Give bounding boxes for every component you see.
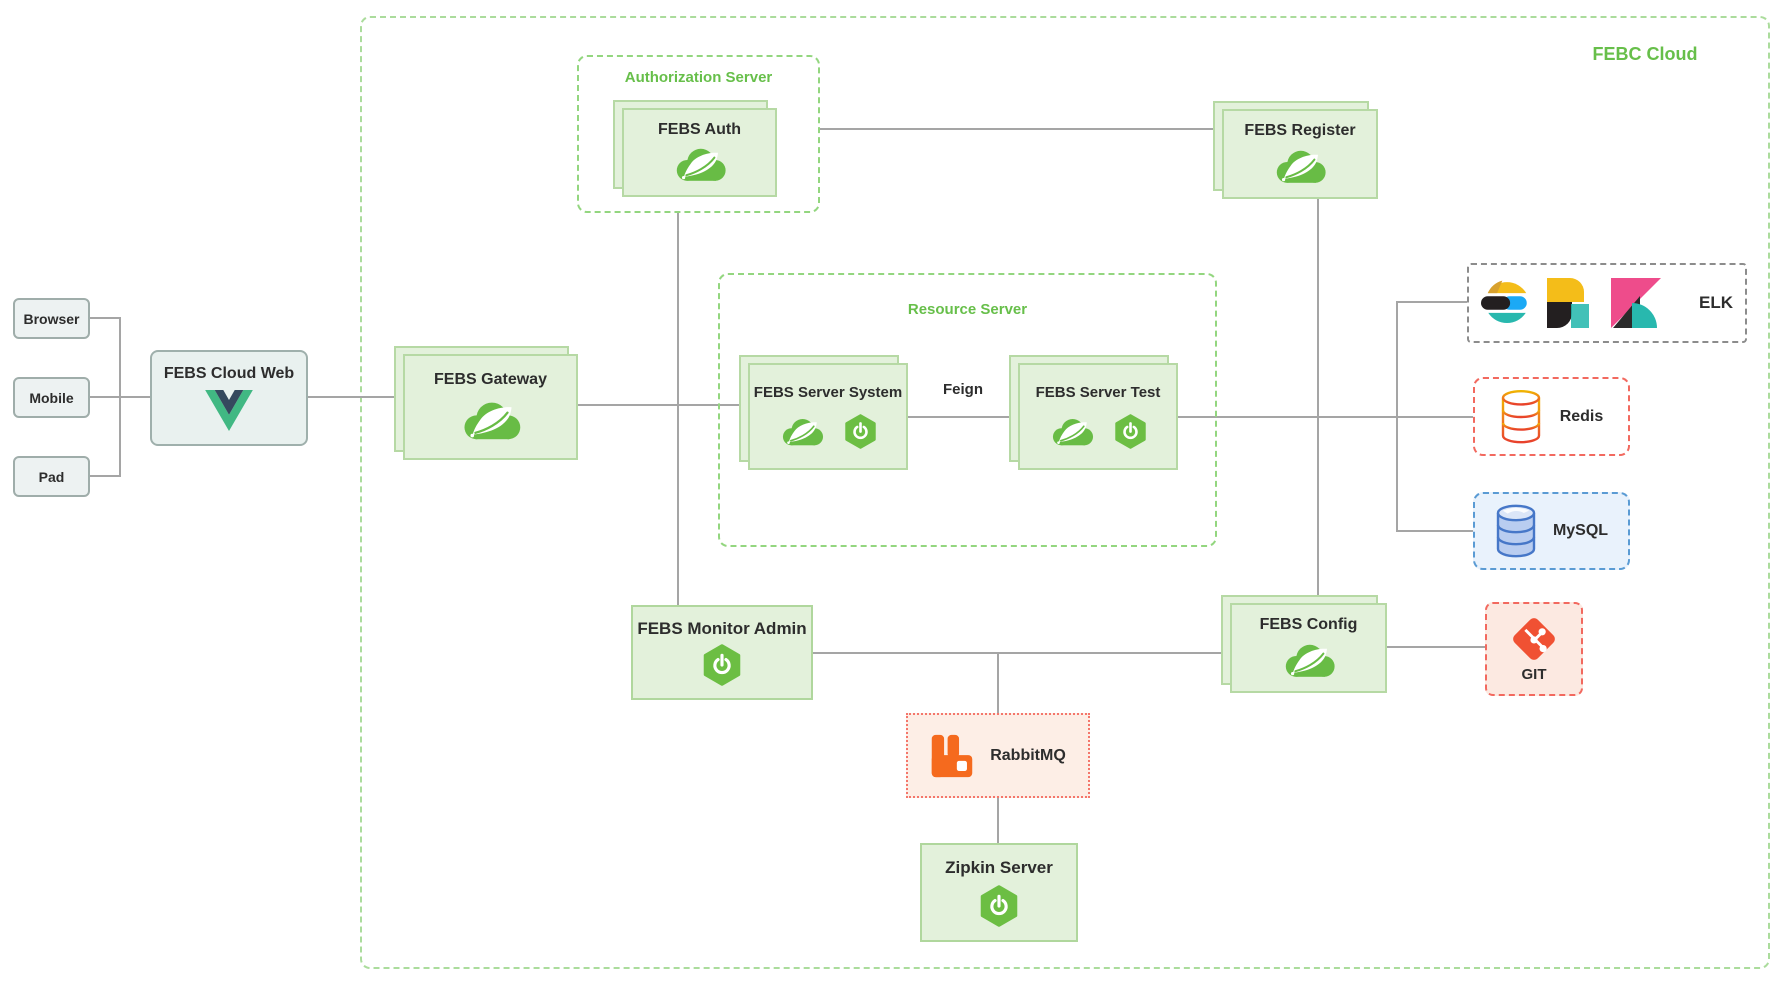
connector-trunk-mysql [1396, 530, 1473, 532]
client-pad-label: Pad [38, 468, 65, 485]
stack-frontplate: FEBS Server System [748, 363, 908, 470]
connector-store-trunk [1396, 301, 1398, 532]
spring-cloud-icon [1272, 146, 1328, 186]
febs-cloud-web-node: FEBS Cloud Web [150, 350, 308, 446]
febs-gateway-node: FEBS Gateway [394, 346, 578, 460]
spring-boot-icon [701, 644, 743, 686]
spring-boot-icon [978, 885, 1020, 927]
connector-web-gateway [308, 396, 394, 398]
spring-boot-icon [843, 414, 878, 449]
febs-register-node: FEBS Register [1213, 101, 1378, 199]
febs-server-system-node: FEBS Server System [739, 355, 908, 470]
node-label: FEBS Monitor Admin [637, 618, 807, 638]
connector-browser-bus [90, 317, 120, 319]
connector-trunk-elk [1396, 301, 1467, 303]
node-label: FEBS Server System [753, 384, 903, 401]
connector-pad-bus [90, 475, 120, 477]
connector-test-redis [1178, 416, 1473, 418]
mysql-icon [1495, 503, 1537, 559]
authorization-server-group: Authorization Server [577, 55, 820, 213]
node-label: Zipkin Server [945, 858, 1053, 877]
connector-gateway-system [578, 404, 739, 406]
node-label: FEBS Cloud Web [163, 365, 295, 382]
group-title: Resource Server [907, 301, 1028, 318]
client-mobile-label: Mobile [29, 389, 74, 406]
logstash-icon [1547, 278, 1597, 328]
node-label: FEBS Auth [658, 121, 741, 138]
client-browser-label: Browser [23, 310, 80, 327]
git-icon [1510, 615, 1558, 663]
spring-cloud-icon [1049, 415, 1095, 448]
mysql-node: MySQL [1473, 492, 1630, 570]
resource-server-group: Resource Server [718, 273, 1217, 547]
node-label: ELK [1699, 293, 1733, 312]
node-label: MySQL [1552, 522, 1609, 539]
node-label: FEBS Gateway [434, 370, 547, 388]
connector-system-test-feign [908, 416, 1009, 418]
spring-cloud-icon [1281, 640, 1337, 680]
node-label: RabbitMQ [990, 746, 1066, 764]
connector-config-git [1387, 646, 1485, 648]
vue-icon [205, 390, 253, 431]
git-node: GIT [1485, 602, 1583, 696]
client-browser: Browser [13, 298, 90, 339]
client-mobile: Mobile [13, 377, 90, 418]
node-label: FEBS Server Test [1035, 384, 1161, 401]
connector-auth-register [820, 128, 1213, 130]
febc-cloud-label: FEBC Cloud [1592, 44, 1698, 64]
node-label: Redis [1559, 407, 1604, 425]
spring-cloud-icon [672, 144, 728, 184]
febs-auth-node: FEBS Auth [613, 100, 777, 197]
febs-config-node: FEBS Config [1221, 595, 1387, 693]
connector-rabbitmq-zipkin [997, 798, 999, 843]
redis-icon [1500, 389, 1542, 445]
stack-frontplate: FEBS Server Test [1018, 363, 1178, 470]
febs-monitor-admin-node: FEBS Monitor Admin [631, 605, 813, 700]
group-title: Authorization Server [624, 69, 773, 86]
kibana-icon [1611, 278, 1661, 328]
node-label: FEBS Register [1244, 122, 1356, 140]
stack-frontplate: FEBS Config [1230, 603, 1387, 693]
node-label: GIT [1521, 666, 1547, 683]
stack-frontplate: FEBS Auth [622, 108, 777, 197]
elk-node: ELK [1467, 263, 1747, 343]
zipkin-server-node: Zipkin Server [920, 843, 1078, 942]
feign-link-label: Feign [943, 381, 983, 398]
connector-client-bus [119, 317, 121, 477]
connector-monitor-config [813, 652, 1221, 654]
redis-node: Redis [1473, 377, 1630, 456]
connector-auth-monitor [677, 213, 679, 605]
spring-boot-icon [1113, 414, 1148, 449]
elasticsearch-icon [1481, 277, 1533, 329]
stack-frontplate: FEBS Gateway [403, 354, 578, 460]
rabbitmq-node: RabbitMQ [906, 713, 1090, 798]
node-label: FEBS Config [1259, 616, 1358, 634]
febs-server-test-node: FEBS Server Test [1009, 355, 1178, 470]
connector-bus-rabbitmq [997, 652, 999, 713]
rabbitmq-icon [930, 734, 974, 778]
spring-cloud-icon [459, 397, 523, 443]
stack-frontplate: FEBS Register [1222, 109, 1378, 199]
client-pad: Pad [13, 456, 90, 497]
connector-register-config [1317, 199, 1319, 595]
febc-cloud-boundary [360, 16, 1770, 969]
spring-cloud-icon [779, 415, 825, 448]
